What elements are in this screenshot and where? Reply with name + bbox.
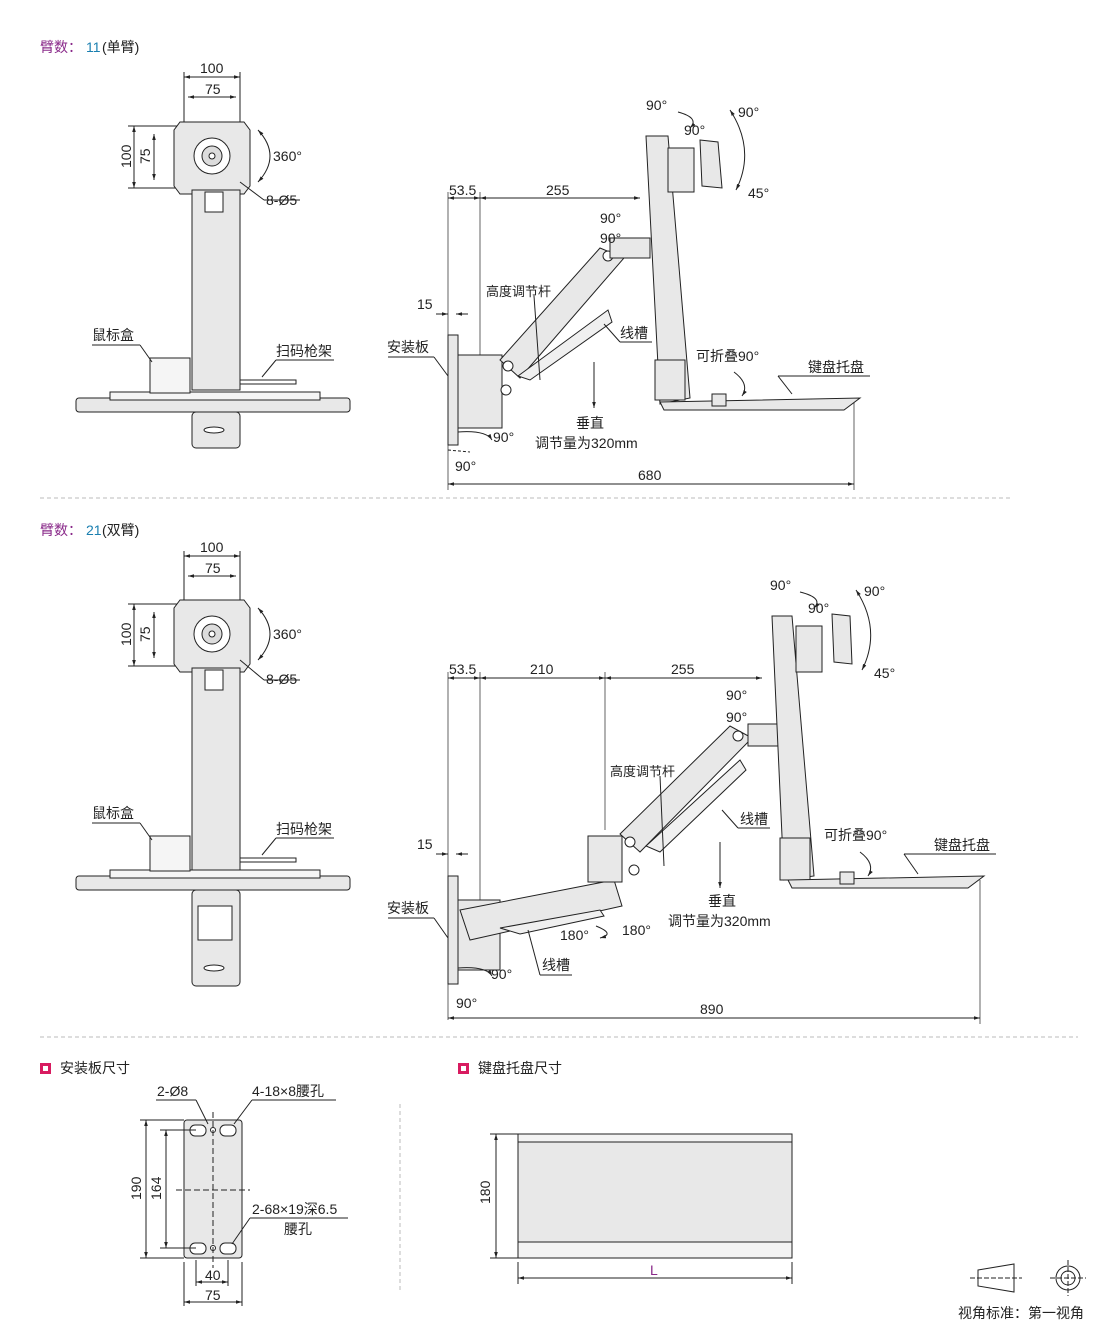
dim-255-2: 255 — [671, 661, 695, 677]
front-view-single — [75, 72, 351, 449]
angle-a6: 90° — [600, 230, 621, 246]
section-double-header: 臂数： 21 (双臂) — [40, 522, 139, 538]
mouse-box-label-2: 鼠标盒 — [92, 805, 134, 821]
dim-100-top: 100 — [200, 60, 224, 76]
height-rod-label: 高度调节杆 — [486, 284, 551, 299]
side-view-double-labels: 53.5 210 255 15 890 高度调节杆 线槽 线槽 安装板 垂直 调… — [387, 577, 990, 1017]
arms-label-double: 臂数： — [40, 522, 82, 538]
foldable-label: 可折叠90° — [696, 348, 759, 364]
tray-section: 键盘托盘尺寸 180 L — [458, 1060, 793, 1284]
dim-180: 180 — [477, 1180, 493, 1204]
front-view-double — [75, 551, 351, 987]
dim-75-top: 75 — [205, 81, 221, 97]
dim-40: 40 — [205, 1267, 221, 1283]
angle-b1: 90° — [770, 577, 791, 593]
mouse-box-label: 鼠标盒 — [92, 327, 134, 343]
mount-plate-drawing — [140, 1099, 348, 1306]
bullet-icon-2-inner — [461, 1066, 466, 1071]
slots-bottom-label-2: 腰孔 — [284, 1221, 312, 1237]
dim-75-plate: 75 — [205, 1287, 221, 1303]
dim-190: 190 — [128, 1176, 144, 1200]
dim-75-top-2: 75 — [205, 560, 221, 576]
cable-slot-label: 线槽 — [620, 325, 648, 341]
dim-53-5: 53.5 — [449, 182, 476, 198]
dim-100-side-2: 100 — [118, 622, 134, 646]
mount-plate-section: 安装板尺寸 — [40, 1060, 348, 1306]
mount-plate-title: 安装板尺寸 — [60, 1060, 130, 1076]
angle-b3: 90° — [864, 583, 885, 599]
dim-890: 890 — [700, 1001, 724, 1017]
vertical-range-label-2: 调节量为320mm — [668, 913, 771, 929]
angle-b8: 90° — [456, 995, 477, 1011]
projection-symbol — [970, 1260, 1086, 1296]
angle-a7: 90° — [493, 429, 514, 445]
angle-a3: 90° — [738, 104, 759, 120]
arms-code-single: 11 — [86, 39, 101, 55]
rot-180-a: 180° — [560, 927, 589, 943]
foldable-label-2: 可折叠90° — [824, 827, 887, 843]
rotation-label: 360° — [273, 148, 302, 164]
cable-slot-label-2: 线槽 — [740, 811, 768, 827]
dim-100-side: 100 — [118, 144, 134, 168]
angle-b4: 45° — [874, 665, 895, 681]
holes-top-label: 2-Ø8 — [157, 1083, 188, 1099]
dim-15: 15 — [417, 296, 433, 312]
holes-label-2: 8-Ø5 — [266, 671, 297, 687]
holes-label: 8-Ø5 — [266, 192, 297, 208]
dim-15-2: 15 — [417, 836, 433, 852]
scanner-holder-label-2: 扫码枪架 — [276, 821, 332, 837]
cable-slot-lower-label: 线槽 — [542, 957, 570, 973]
angle-a2: 90° — [684, 122, 705, 138]
dim-210: 210 — [530, 661, 554, 677]
arms-suffix-double: (双臂) — [102, 522, 139, 538]
dim-100-top-2: 100 — [200, 539, 224, 555]
side-view-single-labels: 53.5 255 15 680 高度调节杆 线槽 安装板 垂直 调节量为320m… — [387, 97, 864, 483]
dim-75-side-2: 75 — [137, 626, 153, 642]
arms-code-double: 21 — [86, 522, 102, 538]
mount-plate-label-2: 安装板 — [387, 900, 429, 916]
keyboard-tray-label: 键盘托盘 — [808, 359, 864, 375]
arms-suffix-single: (单臂) — [102, 39, 139, 55]
section-single-header: 臂数： 11 (单臂) — [40, 39, 139, 55]
projection-label: 视角标准：第一视角 — [958, 1305, 1084, 1321]
dim-255: 255 — [546, 182, 570, 198]
vertical-range-label: 调节量为320mm — [535, 435, 638, 451]
truncated-cone-icon — [977, 1263, 1015, 1293]
angle-a8: 90° — [455, 458, 476, 474]
angle-a5: 90° — [600, 210, 621, 226]
scanner-holder-label: 扫码枪架 — [276, 343, 332, 359]
vertical-label-2: 垂直 — [708, 893, 736, 909]
rot-180-b: 180° — [622, 922, 651, 938]
angle-b2: 90° — [808, 600, 829, 616]
angle-b5: 90° — [726, 687, 747, 703]
front-view-single-labels: 100 75 100 75 360° 8-Ø5 鼠标盒 扫码枪架 — [92, 60, 332, 359]
side-view-single — [388, 109, 870, 490]
tray-drawing — [490, 1133, 793, 1284]
side-view-double — [388, 589, 996, 1024]
angle-a4: 45° — [748, 185, 769, 201]
keyboard-tray-label-2: 键盘托盘 — [934, 837, 990, 853]
angle-b6: 90° — [726, 709, 747, 725]
slots-top-label: 4-18×8腰孔 — [252, 1083, 324, 1099]
arms-label-single: 臂数： — [40, 39, 82, 55]
bullet-icon-inner — [43, 1066, 48, 1071]
angle-a1: 90° — [646, 97, 667, 113]
slots-bottom-label: 2-68×19深6.5 — [252, 1201, 337, 1217]
tray-title: 键盘托盘尺寸 — [478, 1060, 562, 1076]
height-rod-label-2: 高度调节杆 — [610, 764, 675, 779]
dim-680: 680 — [638, 467, 662, 483]
angle-b7: 90° — [491, 966, 512, 982]
dim-75-side: 75 — [137, 148, 153, 164]
front-view-double-labels: 100 75 100 75 360° 8-Ø5 鼠标盒 扫码枪架 — [92, 539, 332, 837]
dim-164: 164 — [148, 1176, 164, 1200]
dim-L: L — [650, 1262, 658, 1278]
dim-53-5-2: 53.5 — [449, 661, 476, 677]
vertical-label: 垂直 — [576, 415, 604, 431]
rotation-label-2: 360° — [273, 626, 302, 642]
mount-plate-label: 安装板 — [387, 339, 429, 355]
